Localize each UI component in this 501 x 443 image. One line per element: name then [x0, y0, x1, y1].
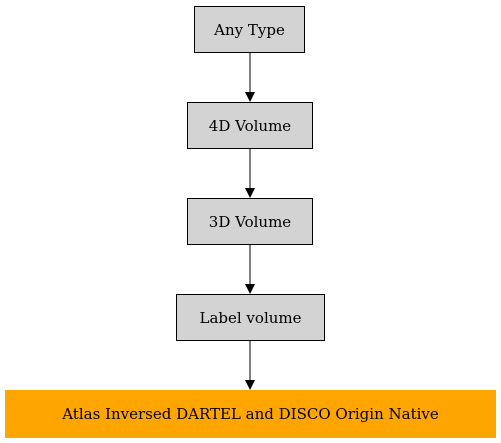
- node-label: 3D Volume: [208, 212, 292, 231]
- node-4d-volume[interactable]: 4D Volume: [187, 102, 313, 149]
- node-label: 4D Volume: [208, 116, 292, 135]
- node-label: Any Type: [214, 20, 285, 39]
- node-3d-volume[interactable]: 3D Volume: [187, 198, 313, 245]
- node-atlas-inversed[interactable]: Atlas Inversed DARTEL and DISCO Origin N…: [5, 390, 496, 438]
- node-label: Atlas Inversed DARTEL and DISCO Origin N…: [62, 405, 439, 423]
- node-any-type[interactable]: Any Type: [194, 6, 305, 53]
- node-label-volume[interactable]: Label volume: [176, 294, 325, 341]
- node-label: Label volume: [199, 308, 302, 327]
